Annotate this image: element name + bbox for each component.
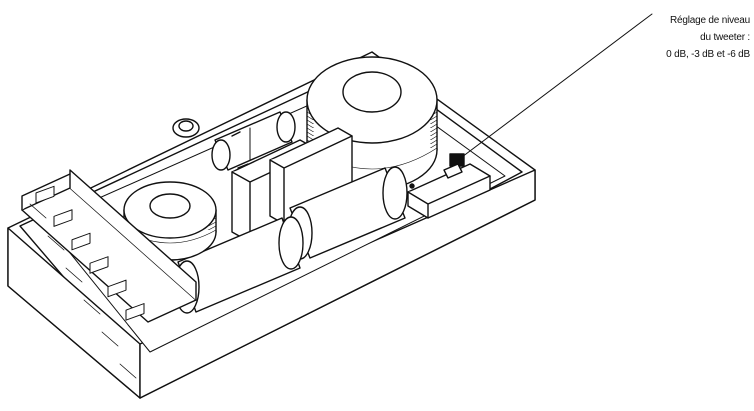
case-right-face [139, 169, 536, 399]
callout-line-3: 0 dB, -3 dB et -6 dB [666, 49, 750, 60]
tweeter-level-switch [407, 153, 491, 219]
callout-line-1: Réglage de niveau [670, 15, 750, 26]
large-inductor-core [342, 71, 402, 113]
callout-leader-line [457, 13, 653, 161]
callout-line-2: du tweeter : [700, 32, 750, 43]
grommet [172, 118, 200, 138]
callout-label: Réglage de niveau du tweeter : 0 dB, -3 … [600, 12, 750, 63]
terminal-block [21, 169, 197, 379]
capacitor-front-large [287, 166, 408, 260]
terminal-screws [29, 185, 145, 379]
capacitor-back [211, 111, 296, 171]
